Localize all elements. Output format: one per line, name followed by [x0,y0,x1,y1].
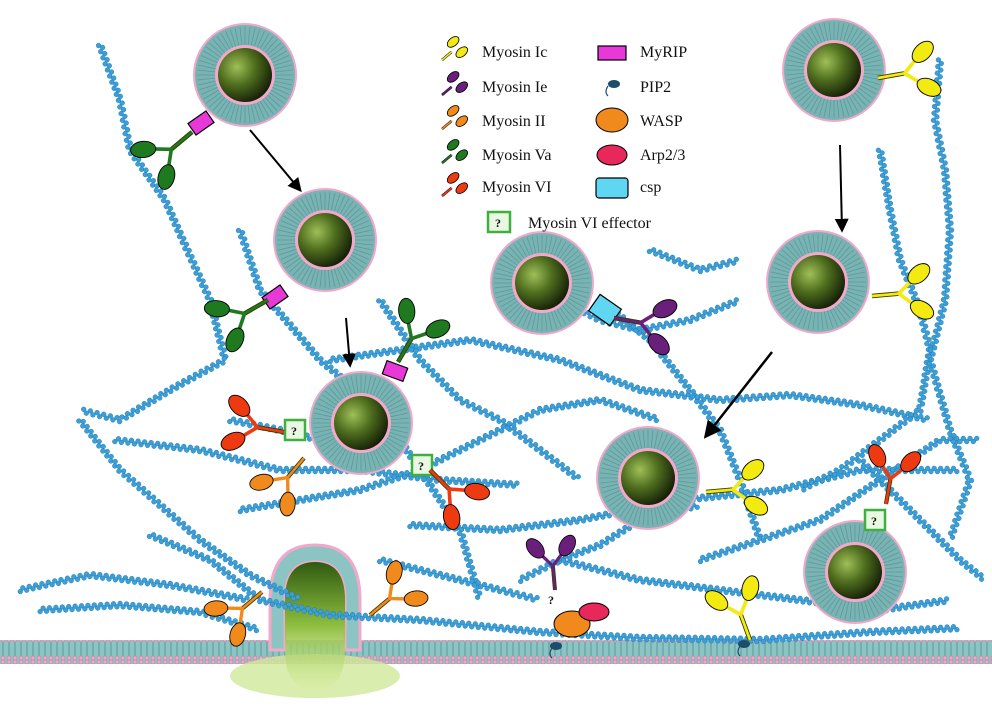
vesicles [193,18,907,624]
myosin-icon [441,36,468,61]
myosin-icon [203,298,270,353]
secretory-vesicle [273,188,377,292]
myosin-icon [249,456,306,517]
myosin-icon [441,105,468,130]
arrow-icon [249,129,302,193]
proteins: ??? [130,40,942,659]
myrip-icon [261,284,289,310]
myrip-icon [381,359,409,383]
myosin-icon [704,575,760,641]
actin-filament [646,247,739,275]
svg-text:?: ? [495,216,501,230]
myosin-icon [203,590,264,647]
effector-icon: ? [410,453,434,477]
myosin-icon [428,468,491,531]
myosin-icon [525,534,576,591]
legend-myosin-va: Myosin Va [482,147,552,164]
legend-myosin-ie: Myosin Ie [482,79,547,96]
plasma-membrane [0,640,992,664]
myosin-icon [368,560,429,617]
svg-text:?: ? [291,424,297,438]
secretory-vesicle [490,231,594,335]
actin-filament [237,396,659,515]
legend-wasp: WASP [640,113,683,130]
myosin-icon [130,130,194,190]
wasp-icon [553,610,591,638]
actin-filament [376,298,581,480]
legend-csp: csp [640,179,661,196]
myosin-icon [613,299,678,356]
actin-filament [146,532,960,645]
wasp-icon [595,107,629,133]
actin-filament [377,556,540,603]
secretory-vesicle [766,230,870,334]
csp-icon [587,293,623,327]
svg-text:?: ? [871,514,877,528]
legend-myrip: MyRIP [640,44,687,61]
secretory-vesicle [596,426,700,530]
legend-myosin-ii: Myosin II [482,113,546,130]
myosin-icon [705,459,769,516]
arrow-icon [834,144,849,233]
svg-text:?: ? [418,459,424,473]
myrip-icon [597,45,627,61]
secretory-vesicle [782,18,886,122]
legend-arp23: Arp2/3 [640,147,685,164]
legend-myosin-ic: Myosin Ic [482,44,547,61]
myosin-icon [441,71,468,96]
unknown-link-mark: ? [548,593,554,607]
myosin-icon [220,394,285,451]
pip2-icon [549,642,562,659]
fusion-pore [230,543,400,698]
myosin-icon [871,263,935,320]
legend-pip2: PIP2 [640,79,671,96]
csp-icon [595,177,629,199]
legend-myosin-vi-effector: Myosin VI effector [528,215,652,232]
transport-arrows [249,129,849,439]
secretory-vesicle [803,520,907,624]
arp23-icon [578,602,610,622]
arrow-icon [703,351,773,439]
actin-filament [37,600,260,634]
actin-filament [76,418,301,602]
myosin-icon [868,444,922,505]
arrow-icon [342,317,357,368]
arp23-icon [596,144,628,166]
actin-filament [926,57,975,540]
myrip-icon [187,110,215,136]
legend-myosin-vi: Myosin VI [482,179,552,196]
myosin-icon [877,40,942,97]
actin-filament [95,42,229,360]
pip2-icon [737,640,750,657]
effector-icon: ? [863,508,887,532]
myosin-icon [441,139,468,164]
secretory-vesicle [309,371,413,475]
effector-icon: ? [486,210,512,234]
secretory-vesicle [193,23,297,127]
legend: ? Myosin Ic Myosin Ie Myosin II Myosin V… [441,36,687,234]
actin-filament [801,147,934,493]
effector-icon: ? [283,418,307,442]
myosin-icon [396,297,451,364]
pip2-icon [605,80,620,97]
myosin-icon [441,172,468,197]
actin-filament [17,571,250,604]
actin-filament [81,356,227,425]
